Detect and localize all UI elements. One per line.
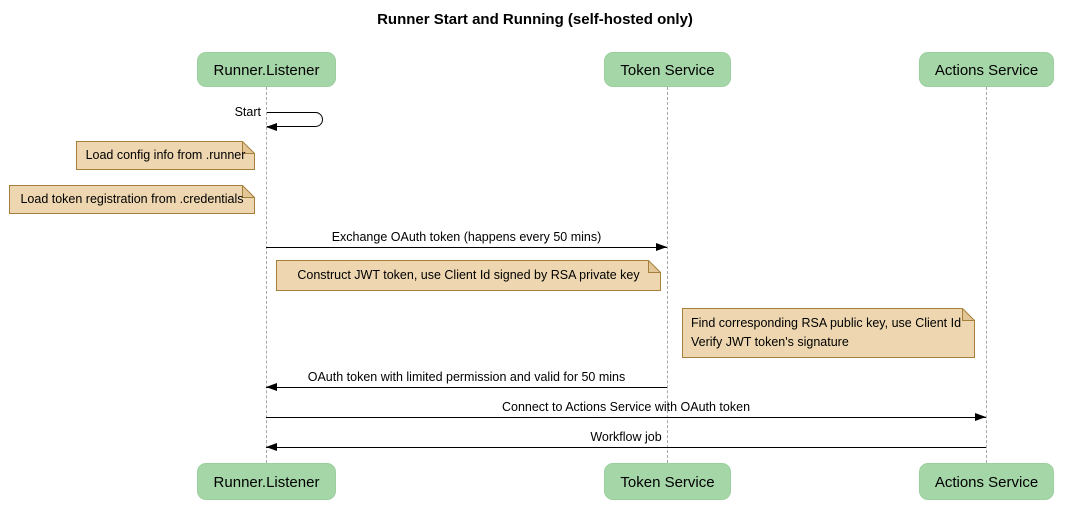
message-exchange-oauth-token: Exchange OAuth token (happens every 50 m… <box>266 230 667 251</box>
note-fold-icon <box>962 308 975 321</box>
message-line <box>266 387 667 389</box>
arrowhead-icon <box>975 413 986 421</box>
participant-actions-service-bottom: Actions Service <box>919 463 1054 500</box>
lifeline-runner-listener <box>266 87 267 463</box>
message-line <box>266 247 667 249</box>
arrowhead-icon <box>266 123 277 132</box>
message-label: Connect to Actions Service with OAuth to… <box>501 400 751 414</box>
message-label: OAuth token with limited permission and … <box>307 370 626 384</box>
participant-label: Actions Service <box>934 474 1039 491</box>
participant-runner-listener-top: Runner.Listener <box>197 52 336 87</box>
note-load-config: Load config info from .runner <box>76 141 255 170</box>
arrowhead-icon <box>266 383 277 391</box>
participant-label: Token Service <box>620 62 715 79</box>
note-fold-icon <box>648 260 661 273</box>
note-verify-jwt: Find corresponding RSA public key, use C… <box>682 308 975 358</box>
message-connect-actions-service: Connect to Actions Service with OAuth to… <box>266 400 986 421</box>
note-load-token-registration: Load token registration from .credential… <box>9 185 255 214</box>
note-line-1: Find corresponding RSA public key, use C… <box>691 316 962 330</box>
note-text: Load token registration from .credential… <box>20 192 244 206</box>
message-start-label: Start <box>234 105 261 119</box>
participant-token-service-bottom: Token Service <box>604 463 731 500</box>
lifeline-token-service <box>667 87 668 463</box>
note-fold-icon <box>242 185 255 198</box>
participant-label: Runner.Listener <box>213 62 320 79</box>
arrowhead-icon <box>266 443 277 451</box>
participant-label: Actions Service <box>934 62 1039 79</box>
message-workflow-job: Workflow job <box>266 430 986 451</box>
note-line-2: Verify JWT token's signature <box>691 335 849 349</box>
note-construct-jwt: Construct JWT token, use Client Id signe… <box>276 260 661 291</box>
diagram-title: Runner Start and Running (self-hosted on… <box>377 11 693 28</box>
participant-label: Runner.Listener <box>213 474 320 491</box>
participant-runner-listener-bottom: Runner.Listener <box>197 463 336 500</box>
participant-token-service-top: Token Service <box>604 52 731 87</box>
message-label: Workflow job <box>590 430 662 444</box>
message-start-selfloop <box>266 112 323 132</box>
note-text: Load config info from .runner <box>85 148 246 162</box>
message-label: Exchange OAuth token (happens every 50 m… <box>331 230 602 244</box>
arrowhead-icon <box>656 243 667 251</box>
note-fold-icon <box>242 141 255 154</box>
participant-actions-service-top: Actions Service <box>919 52 1054 87</box>
participant-label: Token Service <box>620 474 715 491</box>
message-line <box>266 447 986 449</box>
lifeline-actions-service <box>986 87 987 463</box>
message-oauth-token-return: OAuth token with limited permission and … <box>266 370 667 391</box>
note-text: Find corresponding RSA public key, use C… <box>683 309 974 352</box>
note-text: Construct JWT token, use Client Id signe… <box>297 268 640 282</box>
message-line <box>266 417 986 419</box>
